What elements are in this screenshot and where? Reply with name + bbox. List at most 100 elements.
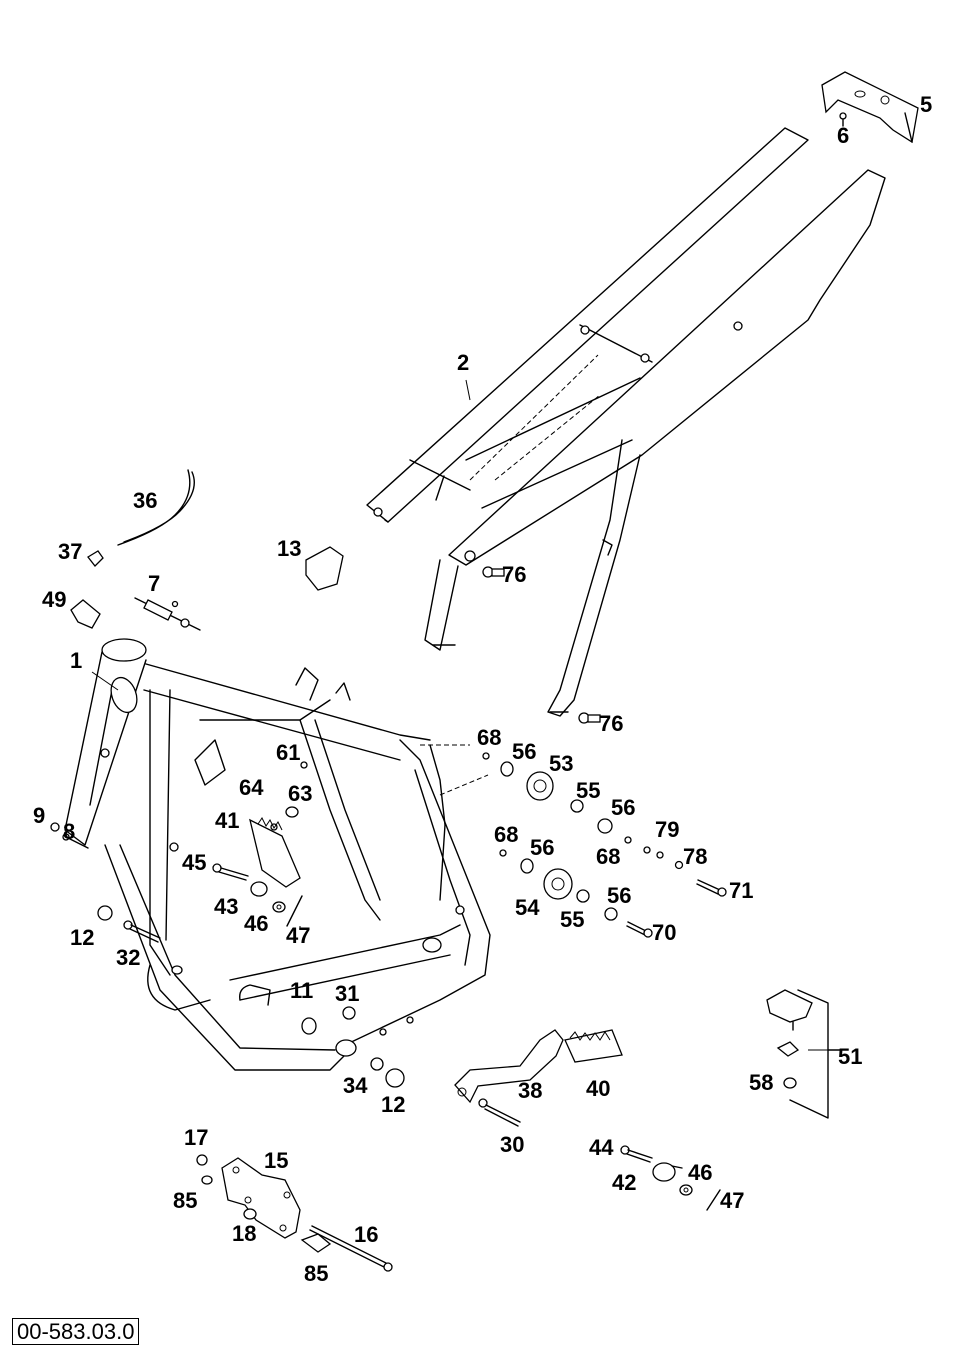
- callout-79: 79: [655, 817, 680, 842]
- part-37-clip: [87, 550, 104, 567]
- part-46-washer: [272, 901, 286, 913]
- part-15-bracket: [221, 1157, 301, 1239]
- callout-30: 30: [500, 1132, 525, 1157]
- callout-51: 51: [838, 1044, 863, 1069]
- part-51-clip: [776, 1041, 800, 1057]
- part-32-bolt: [123, 920, 161, 943]
- callout-44: 44: [589, 1135, 614, 1160]
- callout-11: 11: [290, 978, 314, 1003]
- callout-47-left: 47: [286, 923, 311, 948]
- callout-1: 1: [70, 648, 83, 673]
- part-6-screw: [839, 112, 847, 127]
- part-18-bushing: [243, 1208, 257, 1220]
- part-1-main-frame: [64, 638, 491, 1071]
- callout-58: 58: [749, 1070, 774, 1095]
- part-68-ring-lower: [499, 849, 507, 857]
- part-68-ring-upper: [482, 752, 490, 760]
- part-51-chain-guide-group: [766, 989, 841, 1119]
- part-30-bolt: [478, 1098, 521, 1127]
- callout-78: 78: [683, 844, 708, 869]
- callout-18: 18: [232, 1221, 257, 1246]
- part-79-washer: [643, 846, 664, 859]
- callout-68-mid: 68: [596, 844, 621, 869]
- callout-56-b: 56: [611, 795, 636, 820]
- callout-38: 38: [518, 1078, 543, 1103]
- callout-12-bottom: 12: [381, 1092, 406, 1117]
- part-56-bushing-a: [500, 761, 514, 777]
- callout-47-right: 47: [720, 1188, 745, 1213]
- callout-56-d: 56: [607, 883, 632, 908]
- part-8-screw: [62, 833, 89, 849]
- part-41-footpeg: [249, 817, 301, 888]
- callout-8: 8: [63, 819, 76, 844]
- part-70-bolt: [626, 921, 653, 938]
- part-36-hose: [117, 469, 195, 546]
- callout-32: 32: [116, 945, 141, 970]
- part-78-nut: [674, 860, 684, 870]
- part-45-pin: [212, 863, 249, 881]
- part-76-bolt-upper: [482, 566, 505, 578]
- callout-9: 9: [33, 803, 46, 828]
- part-44-pin: [620, 1145, 653, 1163]
- callout-45: 45: [182, 850, 207, 875]
- callout-71: 71: [729, 878, 754, 903]
- part-5-bracket: [821, 71, 919, 144]
- part-31-bushing: [342, 1006, 356, 1020]
- callout-56-a: 56: [512, 739, 537, 764]
- callout-63: 63: [288, 781, 313, 806]
- callout-36: 36: [133, 488, 158, 513]
- part-7-cable-clamp: [134, 597, 201, 631]
- callout-68-lower: 68: [494, 822, 519, 847]
- callout-43: 43: [214, 894, 239, 919]
- callout-56-c: 56: [530, 835, 555, 860]
- part-17-screw: [196, 1154, 208, 1166]
- callout-13: 13: [277, 536, 302, 561]
- part-43-spring: [250, 881, 268, 897]
- callout-6: 6: [837, 123, 850, 148]
- callout-15: 15: [264, 1148, 289, 1173]
- callout-41: 41: [215, 808, 240, 833]
- callout-34: 34: [343, 1073, 368, 1098]
- callout-40: 40: [586, 1076, 611, 1101]
- callout-46-right: 46: [688, 1160, 713, 1185]
- callout-55-lower: 55: [560, 907, 585, 932]
- callout-31: 31: [335, 981, 360, 1006]
- part-85-bushing-upper: [201, 1175, 213, 1185]
- part-54-rubber-mount: [543, 868, 573, 900]
- callout-64: 64: [239, 775, 264, 800]
- callout-37: 37: [58, 539, 83, 564]
- callout-16: 16: [354, 1222, 379, 1247]
- callout-42: 42: [612, 1170, 637, 1195]
- part-55-sleeve-upper: [570, 799, 584, 813]
- callout-5: 5: [920, 92, 933, 117]
- part-42-spring: [652, 1162, 683, 1182]
- callout-70: 70: [652, 920, 677, 945]
- part-40-pedal-tip: [564, 1029, 623, 1063]
- callout-2: 2: [457, 350, 470, 375]
- callout-7: 7: [148, 571, 161, 596]
- leader-lines: [91, 379, 828, 1051]
- part-53-rubber-mount: [526, 771, 554, 801]
- part-71-bolt: [696, 879, 727, 897]
- callout-76-lower: 76: [599, 711, 624, 736]
- callout-85-lower: 85: [304, 1261, 329, 1286]
- part-56-bushing-d: [604, 907, 618, 921]
- callout-12-left: 12: [70, 925, 95, 950]
- part-85-bushing-lower: [300, 1233, 332, 1253]
- part-34-bushing: [370, 1057, 384, 1071]
- part-56-bushing-c: [520, 858, 534, 874]
- part-56-bushing-b: [597, 818, 613, 834]
- part-61-screw: [300, 761, 308, 769]
- callout-49: 49: [42, 587, 67, 612]
- callout-46-left: 46: [244, 911, 269, 936]
- part-47-clip: [286, 895, 303, 927]
- part-11-bushing: [301, 1017, 317, 1035]
- callout-61: 61: [276, 740, 301, 765]
- part-9-nut: [50, 822, 60, 832]
- callout-68-upper: 68: [477, 725, 502, 750]
- callout-85-upper: 85: [173, 1188, 198, 1213]
- part-38-brake-pedal: [454, 1029, 564, 1104]
- part-13-cover: [305, 546, 344, 591]
- callout-53: 53: [549, 751, 574, 776]
